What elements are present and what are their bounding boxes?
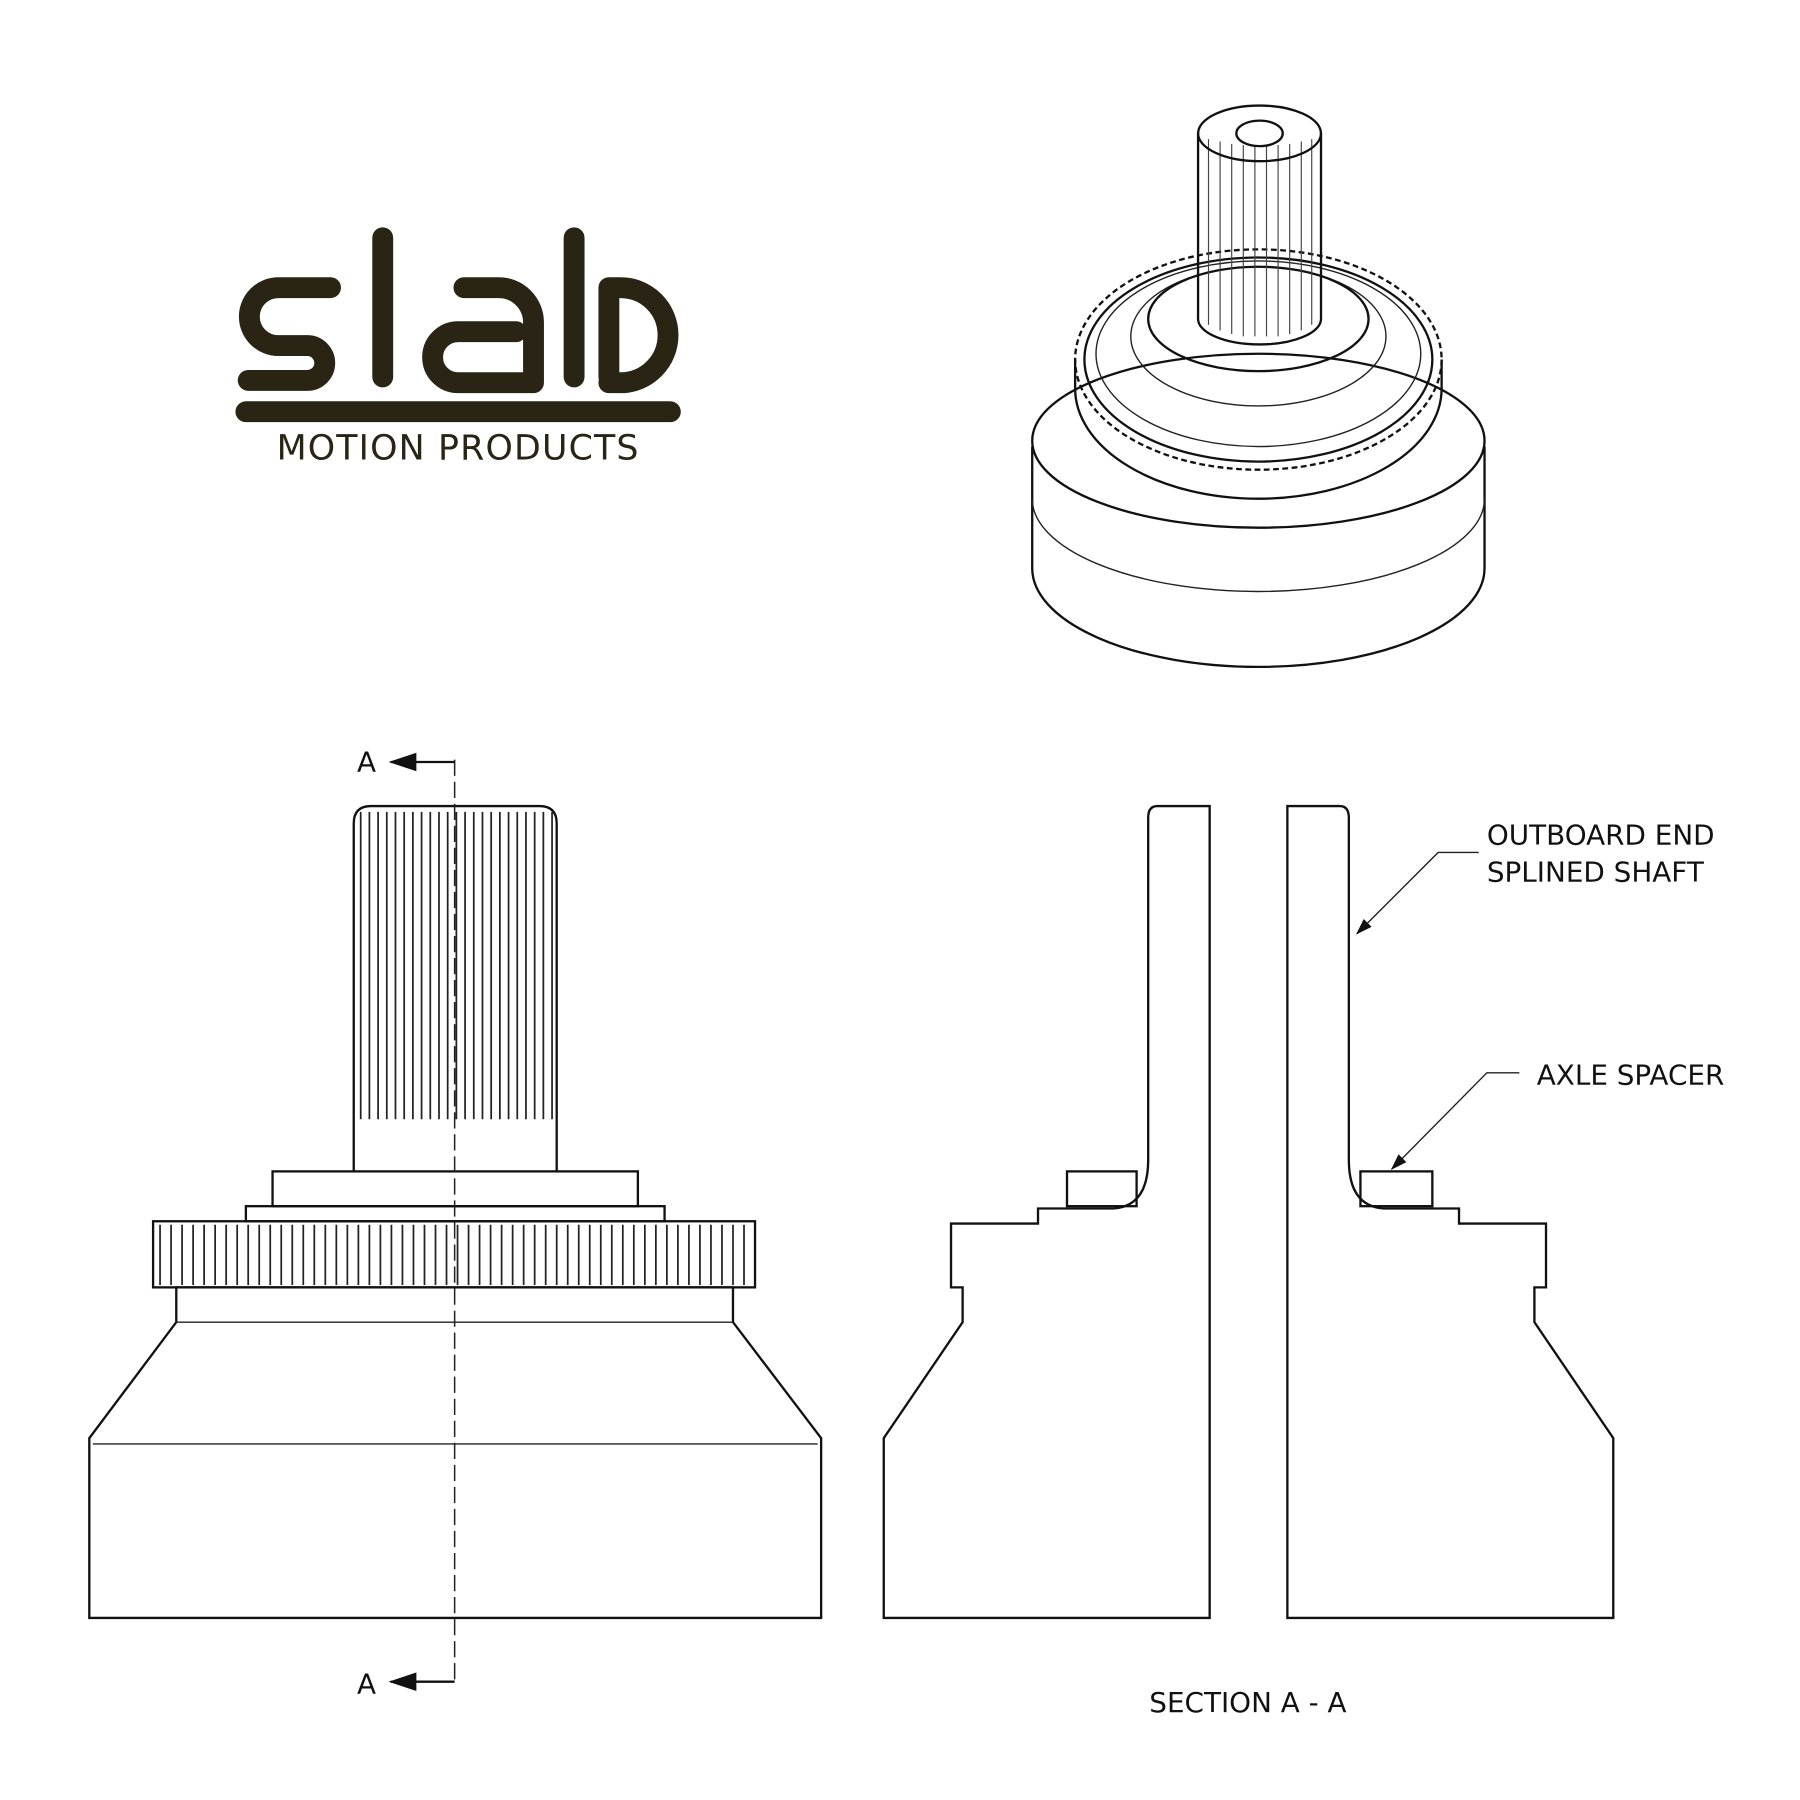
callout-splined-shaft: OUTBOARD END SPLINED SHAFT <box>1355 818 1715 935</box>
section-marker-bottom: A <box>357 1667 455 1700</box>
svg-text:OUTBOARD END: OUTBOARD END <box>1487 818 1715 851</box>
callout-axle-spacer: AXLE SPACER <box>1390 1058 1725 1171</box>
isometric-view <box>1031 104 1486 669</box>
section-view <box>882 804 1615 1620</box>
logo-tagline: MOTION PRODUCTS <box>277 428 640 468</box>
front-view <box>88 759 823 1682</box>
svg-text:SPLINED SHAFT: SPLINED SHAFT <box>1487 855 1705 888</box>
svg-text:AXLE SPACER: AXLE SPACER <box>1537 1058 1725 1091</box>
svg-text:A: A <box>357 745 376 778</box>
company-logo: MOTION PRODUCTS <box>235 227 681 468</box>
section-title: SECTION A - A <box>1149 1686 1346 1719</box>
svg-text:A: A <box>357 1667 376 1700</box>
section-marker-top: A <box>357 745 455 778</box>
